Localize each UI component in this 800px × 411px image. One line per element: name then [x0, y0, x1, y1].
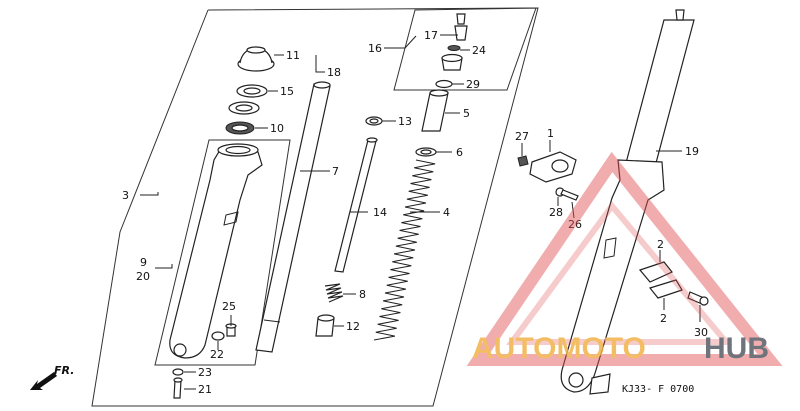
callout-16: 16 [368, 42, 382, 55]
callout-29: 29 [466, 78, 480, 91]
callout-5: 5 [463, 107, 470, 120]
clamp-bolt-part [687, 291, 709, 306]
washer-22-part [211, 331, 225, 341]
callout-21: 21 [198, 383, 212, 396]
slider-group-frame [154, 139, 291, 366]
callout-27: 27 [515, 130, 529, 143]
air-valve-part [454, 13, 468, 41]
pipe-clamp-part [638, 261, 683, 299]
socket-bolt-part [173, 377, 183, 399]
front-label: FR. [54, 364, 74, 377]
fork-pipe-part [255, 81, 331, 353]
watermark-triangle [466, 151, 783, 366]
piston-ring-part [365, 116, 383, 126]
watermark-logo: AUTOMOTO HUB [466, 151, 783, 366]
callout-30: 30 [694, 326, 708, 339]
callout-labels: 11 18 15 10 16 17 24 29 5 13 6 7 3 14 4 … [122, 29, 708, 396]
callout-4: 4 [443, 206, 450, 219]
callout-28: 28 [549, 206, 563, 219]
holder-bolt-part [555, 187, 579, 201]
back-up-ring-part [228, 101, 260, 115]
leader-lines [140, 34, 701, 390]
callout-24: 24 [472, 44, 486, 57]
callout-2-lower: 2 [660, 312, 667, 325]
handlebar-holder-part [529, 151, 577, 183]
callout-19: 19 [685, 145, 699, 158]
o-ring-part [447, 45, 461, 51]
oil-lock-piece-part [315, 314, 335, 337]
stopper-ring-part [236, 84, 268, 98]
front-direction-arrow: FR. [30, 364, 74, 390]
callout-2-upper: 2 [657, 238, 664, 251]
washer-23-part [172, 368, 184, 376]
callout-15: 15 [280, 85, 294, 98]
callout-12: 12 [346, 320, 360, 333]
callout-14: 14 [373, 206, 387, 219]
callout-13: 13 [398, 115, 412, 128]
spring-seat-part [415, 147, 437, 157]
fork-cap-bolt-part [441, 53, 463, 71]
dust-seal-part [237, 46, 275, 72]
fork-slider-part [169, 143, 263, 359]
oil-seal-part [225, 121, 255, 135]
callout-7: 7 [332, 165, 339, 178]
drawing-code: KJ33- F 0700 [622, 384, 694, 395]
cap-o-ring-part [435, 79, 453, 89]
callout-9: 9 [140, 256, 147, 269]
callout-23: 23 [198, 366, 212, 379]
fork-assembly-part [560, 9, 695, 395]
callout-26: 26 [568, 218, 582, 231]
assembly-frame [91, 7, 539, 407]
drain-bolt-part [225, 323, 237, 337]
spacer-part [421, 89, 449, 132]
callout-8: 8 [359, 288, 366, 301]
callout-1: 1 [547, 127, 554, 140]
fork-spring-part [373, 159, 436, 341]
watermark-text-hub: HUB [704, 332, 769, 365]
damper-rod-part [334, 137, 378, 273]
callout-18: 18 [327, 66, 341, 79]
rebound-spring-part [324, 283, 344, 303]
cap-group-frame [393, 7, 537, 91]
callout-17: 17 [424, 29, 438, 42]
callout-25: 25 [222, 300, 236, 313]
watermark-text-automoto: AUTOMOTO [472, 332, 646, 365]
callout-20: 20 [136, 270, 150, 283]
callout-11: 11 [286, 49, 300, 62]
callout-6: 6 [456, 146, 463, 159]
callout-3: 3 [122, 189, 129, 202]
callout-22: 22 [210, 348, 224, 361]
nut-part [517, 155, 529, 167]
callout-10: 10 [270, 122, 284, 135]
